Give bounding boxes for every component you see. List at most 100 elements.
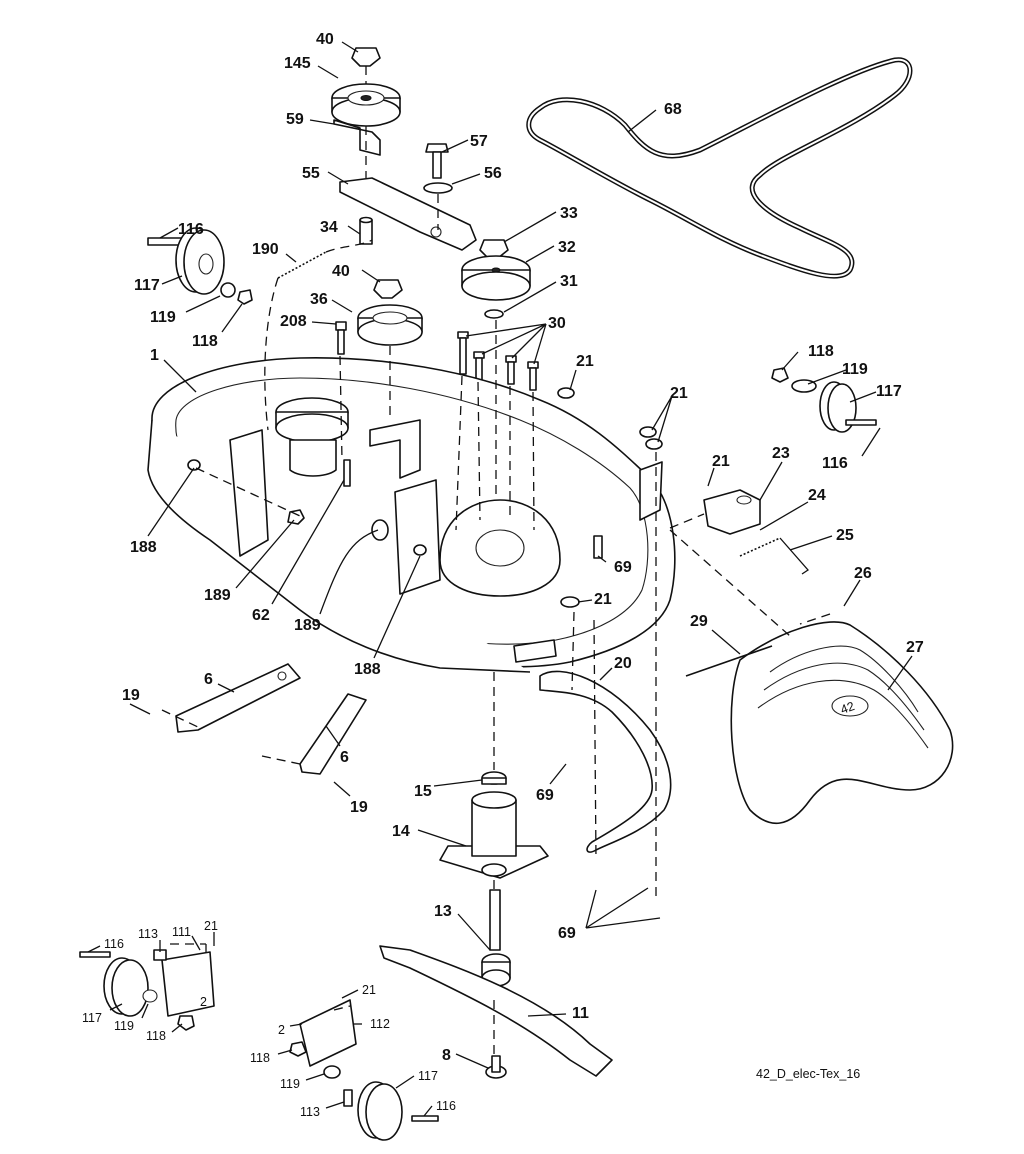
callout-116: 116 bbox=[104, 937, 124, 951]
callout-118: 118 bbox=[808, 343, 834, 360]
callout-13: 13 bbox=[434, 903, 452, 920]
callout-2: 2 bbox=[200, 995, 207, 1009]
bracket-23 bbox=[703, 489, 761, 535]
callout-62: 62 bbox=[252, 607, 270, 624]
nut-40-top bbox=[351, 47, 381, 67]
callout-2: 2 bbox=[278, 1023, 285, 1037]
callout-25: 25 bbox=[836, 527, 854, 544]
callout-189: 189 bbox=[204, 587, 231, 604]
callout-26: 26 bbox=[854, 565, 872, 582]
callout-14: 14 bbox=[392, 823, 410, 840]
lift-bracket-6-upper bbox=[175, 663, 301, 733]
callout-189: 189 bbox=[294, 617, 321, 634]
spindle-shaft-13 bbox=[481, 889, 511, 987]
callout-208: 208 bbox=[280, 313, 307, 330]
callout-21: 21 bbox=[576, 353, 594, 370]
callout-21: 21 bbox=[362, 983, 376, 997]
callout-21: 21 bbox=[204, 919, 218, 933]
blade-bolt-8 bbox=[485, 1055, 507, 1079]
callout-116: 116 bbox=[436, 1099, 456, 1113]
callout-1: 1 bbox=[150, 347, 159, 364]
callout-29: 29 bbox=[690, 613, 708, 630]
callout-56: 56 bbox=[484, 165, 502, 182]
callout-188: 188 bbox=[354, 661, 381, 678]
callout-119: 119 bbox=[114, 1019, 134, 1033]
callout-117: 117 bbox=[134, 277, 160, 294]
wheel-assembly-small-center bbox=[289, 999, 439, 1141]
callout-117: 117 bbox=[82, 1011, 102, 1025]
callout-117: 117 bbox=[418, 1069, 438, 1083]
rod-29 bbox=[685, 645, 773, 677]
spacer-34 bbox=[359, 216, 373, 245]
callout-69: 69 bbox=[536, 787, 554, 804]
baffle-20 bbox=[539, 670, 672, 853]
idler-pulley-145 bbox=[331, 83, 401, 127]
callout-145: 145 bbox=[284, 55, 311, 72]
pulley-32 bbox=[461, 255, 531, 301]
small-callout-labels: 116 113 111 21 2 117 119 118 21 2 112 11… bbox=[82, 919, 456, 1119]
callout-30: 30 bbox=[548, 315, 566, 332]
spindle-housing-14 bbox=[439, 791, 549, 879]
callout-labels: 40 145 59 57 56 55 68 116 117 119 118 19… bbox=[122, 31, 924, 1064]
wheel-assembly-small-left bbox=[79, 949, 215, 1031]
spring-25 bbox=[739, 537, 809, 575]
callout-40: 40 bbox=[332, 263, 350, 280]
deck-emblem: 42 bbox=[839, 699, 857, 717]
callout-8: 8 bbox=[442, 1047, 451, 1064]
drive-belt bbox=[526, 57, 913, 279]
callout-20: 20 bbox=[614, 655, 632, 672]
callout-33: 33 bbox=[560, 205, 578, 222]
callout-32: 32 bbox=[558, 239, 576, 256]
callout-21: 21 bbox=[594, 591, 612, 608]
callout-27: 27 bbox=[906, 639, 924, 656]
callout-119: 119 bbox=[280, 1077, 300, 1091]
callout-6: 6 bbox=[204, 671, 213, 688]
idler-bracket-59 bbox=[333, 119, 381, 156]
callout-55: 55 bbox=[302, 165, 320, 182]
gauge-wheel-left bbox=[147, 227, 253, 305]
callout-23: 23 bbox=[772, 445, 790, 462]
callout-116: 116 bbox=[822, 455, 848, 472]
callout-117: 117 bbox=[876, 383, 902, 400]
callout-34: 34 bbox=[320, 219, 338, 236]
assembly-lines bbox=[161, 66, 831, 1056]
callout-119: 119 bbox=[150, 309, 176, 326]
callout-59: 59 bbox=[286, 111, 304, 128]
callout-15: 15 bbox=[414, 783, 432, 800]
callout-190: 190 bbox=[252, 241, 279, 258]
washer-31 bbox=[484, 309, 504, 319]
belt-guard-27: 42 bbox=[730, 621, 954, 824]
callout-116: 116 bbox=[178, 221, 204, 238]
callout-188: 188 bbox=[130, 539, 157, 556]
callout-111: 111 bbox=[172, 925, 191, 939]
callout-69: 69 bbox=[614, 559, 632, 576]
callout-11: 11 bbox=[572, 1005, 589, 1022]
callout-118: 118 bbox=[250, 1051, 270, 1065]
callout-68: 68 bbox=[664, 101, 682, 118]
bolts-30 bbox=[457, 331, 539, 391]
bearing-15 bbox=[481, 771, 507, 785]
callout-113: 113 bbox=[138, 927, 158, 941]
callout-36: 36 bbox=[310, 291, 328, 308]
callout-113: 113 bbox=[300, 1105, 320, 1119]
nut-40-mid bbox=[373, 279, 403, 299]
callout-69: 69 bbox=[558, 925, 576, 942]
callout-57: 57 bbox=[470, 133, 488, 150]
callout-21: 21 bbox=[670, 385, 688, 402]
callout-31: 31 bbox=[560, 273, 578, 290]
leader-lines bbox=[87, 41, 913, 1117]
bolt-208 bbox=[335, 321, 347, 355]
spring-190 bbox=[277, 251, 327, 279]
callout-118: 118 bbox=[192, 333, 218, 350]
bolt-57 bbox=[425, 143, 449, 179]
idler-pulley-36 bbox=[357, 304, 423, 346]
callout-19: 19 bbox=[122, 687, 140, 704]
callout-24: 24 bbox=[808, 487, 826, 504]
callout-112: 112 bbox=[370, 1017, 390, 1031]
callout-119: 119 bbox=[842, 361, 868, 378]
callout-118: 118 bbox=[146, 1029, 166, 1043]
callout-6: 6 bbox=[340, 749, 349, 766]
callout-21: 21 bbox=[712, 453, 730, 470]
washer-56 bbox=[423, 182, 453, 194]
